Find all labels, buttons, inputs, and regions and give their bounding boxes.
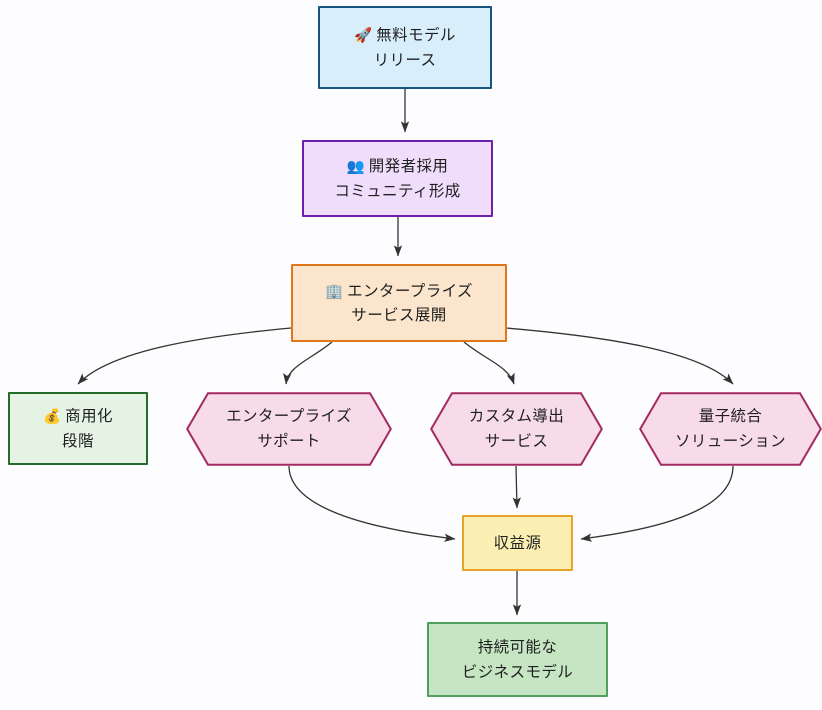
node-free-model-release-line1: 🚀無料モデル	[354, 26, 456, 45]
node-free-model-release[interactable]: 🚀無料モデル リリース	[318, 6, 492, 89]
edge-enterprise-service-to-enterprise-support	[283, 341, 333, 385]
node-commercialization-stage[interactable]: 💰商用化 段階	[8, 392, 148, 465]
custom-derivation-hex-shape	[430, 392, 603, 466]
node-commercialization-stage-line1: 💰商用化	[43, 407, 113, 426]
node-quantum-integration[interactable]: 量子統合 ソリューション	[639, 392, 822, 466]
enterprise-support-hex-shape	[186, 392, 392, 466]
node-custom-derivation-line2: サービス	[484, 432, 549, 450]
node-quantum-integration-line1: 量子統合	[698, 407, 763, 426]
node-commercialization-stage-line2: 段階	[62, 431, 94, 450]
node-sustainable-business[interactable]: 持続可能な ビジネスモデル	[427, 622, 608, 697]
edge-enterprise-service-to-custom-derivation	[463, 341, 515, 385]
rocket-icon: 🚀	[354, 28, 373, 45]
node-sustainable-business-line1: 持続可能な	[477, 638, 558, 657]
edge-enterprise-service-to-commercialization-stage	[77, 327, 292, 385]
node-developer-adoption-line2: コミュニティ形成	[334, 181, 461, 200]
quantum-integration-hex-shape	[639, 392, 822, 466]
edge-custom-derivation-to-revenue-source	[512, 465, 521, 509]
money-bag-icon: 💰	[43, 409, 62, 426]
node-revenue-source[interactable]: 収益源	[462, 515, 573, 571]
node-enterprise-service-line2: サービス展開	[351, 306, 447, 325]
edge-enterprise-support-to-revenue-source	[288, 465, 456, 542]
node-enterprise-service-line1: 🏢エンタープライズ	[325, 281, 473, 300]
node-custom-derivation-line1: カスタム導出	[468, 407, 565, 426]
node-custom-derivation[interactable]: カスタム導出 サービス	[430, 392, 603, 466]
node-enterprise-support[interactable]: エンタープライズ サポート	[186, 392, 392, 466]
node-developer-adoption-line1: 👥開発者採用	[346, 157, 449, 176]
node-free-model-release-line2: リリース	[373, 50, 437, 69]
node-quantum-integration-line2: ソリューション	[675, 432, 786, 450]
edge-enterprise-service-to-quantum-integration	[505, 327, 734, 385]
office-building-icon: 🏢	[325, 283, 344, 300]
edge-quantum-integration-to-revenue-source	[580, 465, 734, 542]
node-revenue-source-line1: 収益源	[493, 533, 542, 552]
node-enterprise-support-line2: サポート	[257, 432, 321, 450]
node-enterprise-service[interactable]: 🏢エンタープライズ サービス展開	[291, 264, 507, 342]
node-enterprise-support-line1: エンタープライズ	[226, 407, 352, 426]
node-sustainable-business-line2: ビジネスモデル	[461, 662, 574, 681]
node-developer-adoption[interactable]: 👥開発者採用 コミュニティ形成	[302, 140, 493, 217]
busts-in-silhouette-icon: 👥	[346, 159, 365, 176]
